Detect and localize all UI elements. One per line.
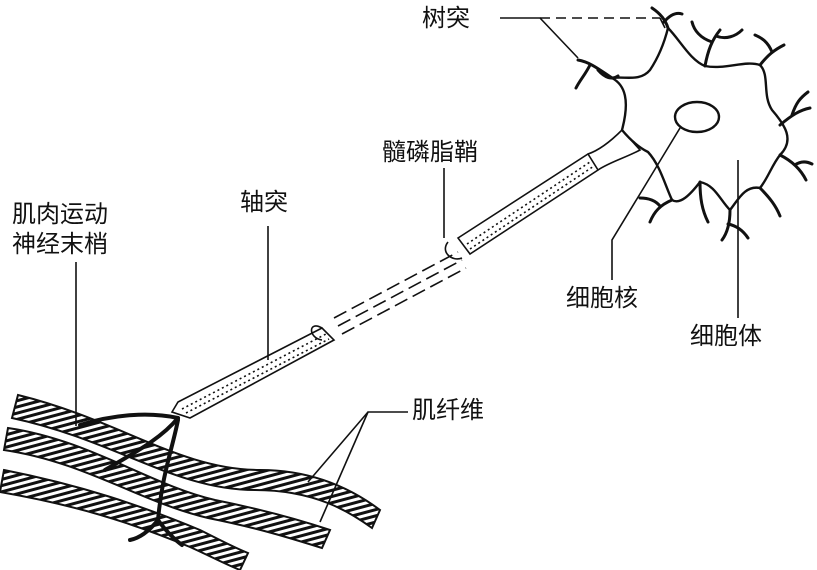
leader-lines — [75, 17, 739, 523]
muscle-fibers — [0, 393, 382, 570]
muscle-fiber-3 — [0, 468, 250, 570]
muscle-fiber-2 — [2, 426, 332, 550]
label-muscle-fiber: 肌纤维 — [412, 396, 484, 424]
leader-dendrite — [500, 17, 579, 59]
leader-nucleus — [611, 127, 681, 280]
axon-gap-1 — [310, 325, 323, 341]
myelin-segment-3 — [456, 152, 600, 256]
label-cell-body: 细胞体 — [690, 322, 762, 350]
myelin-segment-2 — [444, 241, 463, 260]
label-dendrite: 树突 — [422, 4, 470, 32]
label-axon: 轴突 — [240, 188, 288, 216]
label-myelin-sheath: 髓磷脂鞘 — [382, 138, 478, 166]
dendrites — [574, 6, 814, 242]
cell-body — [574, 6, 814, 242]
myelin-segment-1 — [170, 327, 336, 419]
axon-dashed-section — [333, 251, 467, 335]
leader-muscle-fiber — [307, 411, 408, 483]
motor-nerve-endings — [78, 412, 184, 547]
label-nucleus: 细胞核 — [566, 284, 638, 312]
label-motor-ending-line1: 肌肉运动 — [12, 200, 108, 228]
soma-outline — [610, 26, 789, 212]
label-motor-ending-line2: 神经末梢 — [12, 230, 108, 258]
axon-hillock — [587, 128, 642, 171]
axon — [170, 128, 642, 419]
nucleus — [673, 100, 721, 134]
